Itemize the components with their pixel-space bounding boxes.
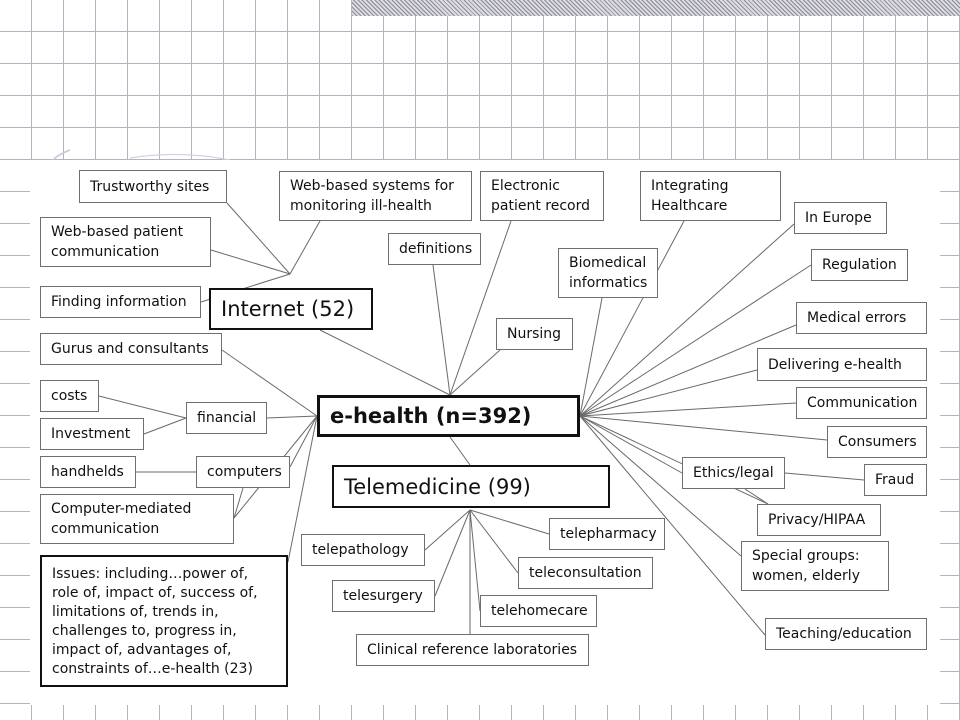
node-computers: computers bbox=[196, 456, 290, 488]
node-special-groups: Special groups: women, elderly bbox=[741, 541, 889, 591]
link-ehealth-ineurope bbox=[579, 223, 795, 417]
link-ethics-fraud bbox=[784, 472, 865, 481]
link-ehealth-definitions bbox=[432, 264, 451, 396]
link-ehealth-regulation bbox=[579, 264, 812, 417]
link-ehealth-nursing bbox=[449, 349, 501, 396]
link-telemedicine-telesurgery bbox=[434, 509, 471, 597]
link-ehealth-integrating bbox=[579, 220, 685, 417]
node-internet: Internet (52) bbox=[209, 288, 373, 330]
e-health-concept-diagram: Trustworthy sites Web-based systems for … bbox=[30, 160, 940, 705]
node-web-based-patient-communication: Web-based patient communication bbox=[40, 217, 211, 267]
link-financial-investment bbox=[143, 417, 187, 435]
node-investment: Investment bbox=[40, 418, 144, 450]
header-hatch-bar bbox=[352, 0, 960, 16]
node-gurus-and-consultants: Gurus and consultants bbox=[40, 333, 222, 365]
link-internet-trustworthy bbox=[226, 202, 291, 275]
node-privacy-hipaa: Privacy/HIPAA bbox=[757, 504, 881, 536]
link-ehealth-computers bbox=[289, 415, 318, 468]
link-financial-costs bbox=[98, 395, 187, 419]
node-clinical-reference-laboratories: Clinical reference laboratories bbox=[356, 634, 589, 666]
node-communication: Communication bbox=[796, 387, 927, 419]
node-telesurgery: telesurgery bbox=[332, 580, 435, 612]
link-ehealth-epr bbox=[449, 220, 512, 396]
node-nursing: Nursing bbox=[496, 318, 573, 350]
link-ehealth-communication bbox=[579, 402, 797, 417]
link-ehealth-telemedicine bbox=[449, 436, 471, 466]
link-ehealth-mederrors bbox=[579, 324, 797, 417]
node-trustworthy-sites: Trustworthy sites bbox=[79, 170, 227, 203]
node-costs: costs bbox=[40, 380, 99, 412]
node-telepharmacy: telepharmacy bbox=[549, 518, 665, 550]
node-delivering-e-health: Delivering e-health bbox=[757, 348, 927, 381]
node-telehomecare: telehomecare bbox=[480, 595, 597, 627]
node-ethics-legal: Ethics/legal bbox=[682, 457, 785, 489]
link-ehealth-ethics bbox=[579, 415, 683, 474]
node-integrating-healthcare: Integrating Healthcare bbox=[640, 171, 781, 221]
node-financial: financial bbox=[186, 402, 267, 434]
node-finding-information: Finding information bbox=[40, 286, 201, 318]
link-ehealth-privacy bbox=[579, 415, 769, 505]
link-ehealth-financial bbox=[266, 415, 318, 419]
link-ehealth-consumers bbox=[579, 415, 828, 441]
link-telemedicine-telepharmacy bbox=[469, 509, 550, 535]
node-electronic-patient-record: Electronic patient record bbox=[480, 171, 604, 221]
link-telemedicine-teleconsultation bbox=[469, 509, 519, 574]
node-definitions: definitions bbox=[388, 233, 481, 265]
node-teaching-education: Teaching/education bbox=[765, 618, 927, 650]
node-teleconsultation: teleconsultation bbox=[518, 557, 653, 589]
link-internet-webmonitor bbox=[289, 220, 321, 275]
node-biomedical-informatics: Biomedical informatics bbox=[558, 248, 658, 298]
link-ehealth-biomedical bbox=[579, 297, 603, 417]
node-telepathology: telepathology bbox=[301, 534, 425, 566]
link-ehealth-teaching bbox=[579, 415, 766, 636]
node-computer-mediated-communication: Computer-mediated communication bbox=[40, 494, 234, 544]
link-internet-webpatient bbox=[210, 249, 291, 275]
link-ehealth-special bbox=[579, 415, 742, 557]
node-medical-errors: Medical errors bbox=[796, 302, 927, 334]
node-handhelds: handhelds bbox=[40, 456, 136, 488]
link-telemedicine-telepathology bbox=[424, 509, 471, 551]
link-ethics-privacy bbox=[744, 488, 769, 505]
link-ehealth-internet bbox=[319, 329, 451, 396]
node-web-based-monitoring: Web-based systems for monitoring ill-hea… bbox=[279, 171, 472, 221]
link-telemedicine-telehomecare bbox=[469, 509, 481, 612]
link-ehealth-delivering bbox=[579, 369, 758, 417]
node-consumers: Consumers bbox=[827, 426, 927, 458]
node-fraud: Fraud bbox=[864, 464, 927, 496]
link-computers-cmc bbox=[233, 487, 244, 519]
node-telemedicine: Telemedicine (99) bbox=[332, 465, 610, 508]
node-in-europe: In Europe bbox=[794, 202, 887, 234]
link-ehealth-issues bbox=[287, 415, 318, 563]
node-e-health-central: e-health (n=392) bbox=[317, 395, 580, 437]
node-regulation: Regulation bbox=[811, 249, 908, 281]
link-ehealth-gurus bbox=[221, 349, 318, 417]
node-issues: Issues: including…power of, role of, imp… bbox=[40, 555, 288, 687]
